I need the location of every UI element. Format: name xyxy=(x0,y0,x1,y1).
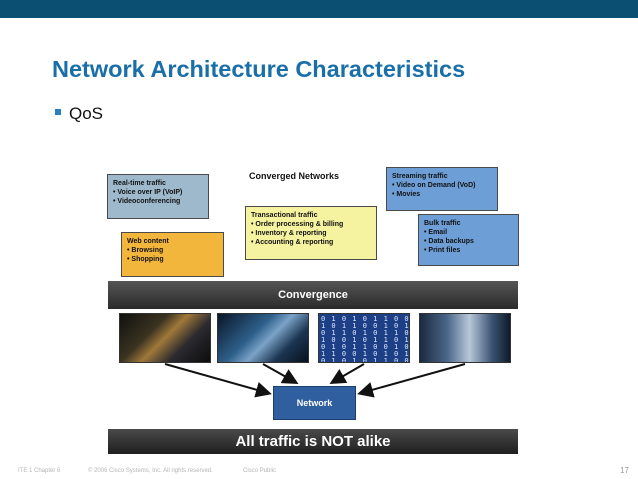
top-banner xyxy=(0,0,638,18)
slide-title: Network Architecture Characteristics xyxy=(52,56,466,82)
arrow-2 xyxy=(262,363,299,384)
web-item: • Browsing xyxy=(127,247,164,254)
bulk-item: • Print files xyxy=(424,247,461,254)
web-item: • Shopping xyxy=(127,256,164,263)
bulk-item: • Data backups xyxy=(424,238,474,245)
web-content-box: Web content • Browsing • Shopping xyxy=(121,232,224,277)
bullet-square-icon xyxy=(55,109,61,115)
streaming-item: • Movies xyxy=(392,191,421,198)
arrow-1 xyxy=(164,363,272,398)
footer-course: ITE 1 Chapter 6 xyxy=(18,468,61,474)
transactional-item: • Accounting & reporting xyxy=(251,239,334,246)
voice-video-photo xyxy=(119,313,211,363)
web-header: Web content xyxy=(127,238,169,245)
arrow-4 xyxy=(357,363,466,398)
bulk-item: • Email xyxy=(424,229,448,236)
footer-classification: Cisco Public xyxy=(243,468,277,474)
control-room-photo xyxy=(217,313,309,363)
convergence-header: Convergence xyxy=(108,281,518,309)
network-box: Network xyxy=(273,386,356,420)
bullet-qos: QoS xyxy=(55,104,103,124)
bulk-header: Bulk traffic xyxy=(424,220,461,227)
transactional-item: • Order processing & billing xyxy=(251,221,344,228)
streaming-header: Streaming traffic xyxy=(392,173,448,180)
streaming-item: • Video on Demand (VoD) xyxy=(392,182,476,189)
page-number: 17 xyxy=(620,466,629,475)
bulk-traffic-box: Bulk traffic • Email • Data backups • Pr… xyxy=(418,214,519,266)
transactional-item: • Inventory & reporting xyxy=(251,230,327,237)
bullet-text: QoS xyxy=(69,104,104,123)
realtime-item: • Videoconferencing xyxy=(113,198,181,205)
realtime-header: Real-time traffic xyxy=(113,180,166,187)
transactional-header: Transactional traffic xyxy=(251,212,318,219)
realtime-item: • Voice over IP (VoIP) xyxy=(113,189,183,196)
datacenter-photo xyxy=(419,313,511,363)
converged-networks-label: Converged Networks xyxy=(249,171,340,181)
arrow-3 xyxy=(329,363,365,385)
streaming-traffic-box: Streaming traffic • Video on Demand (VoD… xyxy=(386,167,498,211)
realtime-traffic-box: Real-time traffic • Voice over IP (VoIP)… xyxy=(107,174,209,219)
transactional-traffic-box: Transactional traffic • Order processing… xyxy=(245,206,377,260)
footer-copyright: © 2006 Cisco Systems, Inc. All rights re… xyxy=(88,468,213,474)
all-traffic-banner: All traffic is NOT alike xyxy=(108,429,518,454)
binary-data-photo: 0 1 0 1 0 1 1 0 0 1 1 0 1 1 0 0 1 0 1 1 … xyxy=(318,313,410,363)
